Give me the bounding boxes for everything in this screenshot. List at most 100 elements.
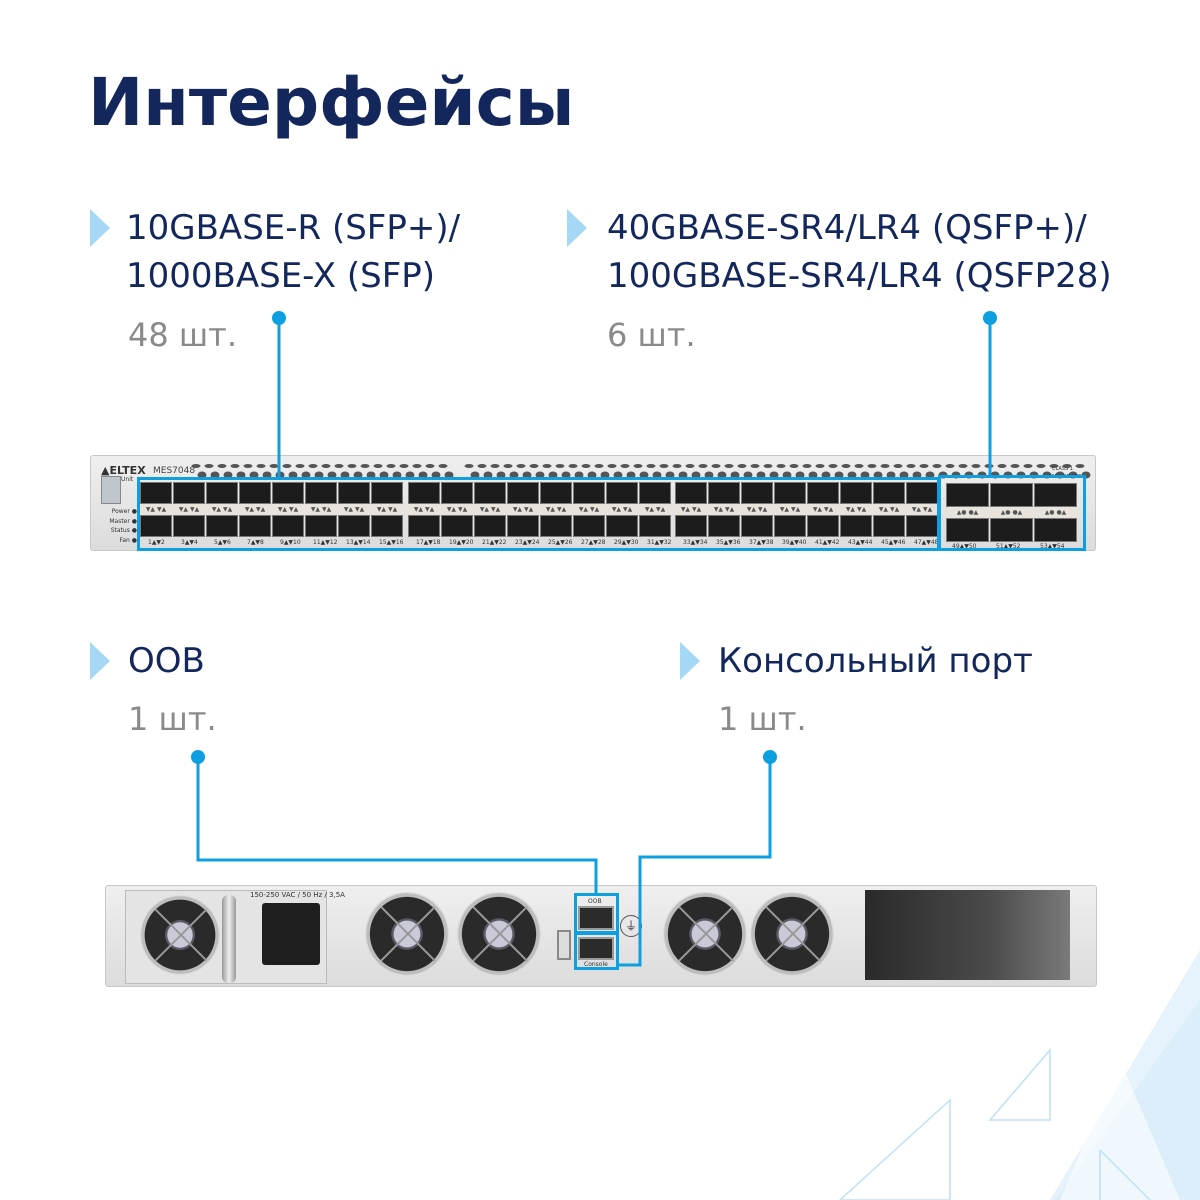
vent-hole <box>314 471 324 479</box>
sfp-port[interactable] <box>840 515 872 537</box>
vent-hole <box>470 471 480 479</box>
port-label: 45▲▼46 <box>881 539 906 546</box>
vent-hole <box>724 464 734 468</box>
vent-hole <box>496 471 506 479</box>
oob-port[interactable] <box>578 906 614 930</box>
sfp-port[interactable] <box>741 515 773 537</box>
vent-hole <box>815 464 825 468</box>
vent-hole <box>522 471 532 479</box>
sfp-port[interactable] <box>873 515 905 537</box>
sfp-port[interactable] <box>873 482 905 504</box>
fan-icon <box>457 892 541 976</box>
vent-hole <box>490 464 500 468</box>
sfp-port[interactable] <box>807 482 839 504</box>
feature-console: Консольный порт <box>718 641 1033 681</box>
port-label: 41▲▼42 <box>815 539 840 546</box>
vent-hole <box>633 464 643 468</box>
sfp-port[interactable] <box>807 515 839 537</box>
qsfp-port[interactable] <box>990 483 1033 507</box>
vent-hole <box>327 471 337 479</box>
sfp-port[interactable] <box>206 482 238 504</box>
sfp-port[interactable] <box>741 482 773 504</box>
vent-hole <box>685 464 695 468</box>
sfp-port[interactable] <box>774 482 806 504</box>
vent-hole <box>691 471 701 479</box>
vent-hole <box>1075 464 1085 468</box>
vent-hole <box>841 464 851 468</box>
callout-dot <box>983 311 997 325</box>
sfp-port[interactable] <box>573 482 605 504</box>
vent-hole <box>743 471 753 479</box>
feature-qsfp-line1: 40GBASE-SR4/LR4 (QSFP+)/ <box>607 208 1087 248</box>
sfp-port[interactable] <box>606 515 638 537</box>
vent-hole <box>730 471 740 479</box>
vent-hole <box>932 464 942 468</box>
sfp-port[interactable] <box>408 482 440 504</box>
vent-hole <box>1062 464 1072 468</box>
qsfp-port[interactable] <box>946 518 989 542</box>
sfp-port[interactable] <box>239 515 271 537</box>
sfp-port[interactable] <box>675 482 707 504</box>
qsfp-port[interactable] <box>1034 518 1077 542</box>
vent-hole <box>236 471 246 479</box>
sfp-port[interactable] <box>606 482 638 504</box>
port-label: 35▲▼36 <box>716 539 741 546</box>
sfp-port[interactable] <box>441 482 473 504</box>
qsfp-port[interactable] <box>990 518 1033 542</box>
sfp-port[interactable] <box>272 482 304 504</box>
sfp-port[interactable] <box>140 482 172 504</box>
sfp-port[interactable] <box>474 482 506 504</box>
sfp-port[interactable] <box>708 515 740 537</box>
vent-hole <box>880 464 890 468</box>
usb-port[interactable] <box>557 930 571 960</box>
sfp-port[interactable] <box>639 515 671 537</box>
sfp-port[interactable] <box>408 515 440 537</box>
port-led-strip: ▼▲ ▼▲ <box>206 504 238 515</box>
sfp-port[interactable] <box>474 515 506 537</box>
vent-hole <box>925 471 935 479</box>
sfp-port[interactable] <box>272 515 304 537</box>
sfp-port[interactable] <box>305 482 337 504</box>
sfp-port[interactable] <box>840 482 872 504</box>
vent-hole <box>477 464 487 468</box>
qsfp-port[interactable] <box>946 483 989 507</box>
feature-console-count: 1 шт. <box>718 700 807 738</box>
vent-hole <box>444 471 454 479</box>
sfp-port[interactable] <box>140 515 172 537</box>
sfp-port[interactable] <box>338 482 370 504</box>
power-inlet <box>262 903 320 965</box>
sfp-port[interactable] <box>338 515 370 537</box>
sfp-port[interactable] <box>371 515 403 537</box>
sfp-port[interactable] <box>173 515 205 537</box>
sfp-port[interactable] <box>573 515 605 537</box>
port-label: 47▲▼48 <box>914 539 939 546</box>
console-port[interactable] <box>578 937 614 960</box>
vent-hole <box>795 471 805 479</box>
vent-hole <box>646 464 656 468</box>
sfp-port[interactable] <box>371 482 403 504</box>
sfp-port[interactable] <box>507 515 539 537</box>
sfp-port[interactable] <box>540 515 572 537</box>
port-led-strip: ▼▲ ▼▲ <box>371 504 403 515</box>
vent-hole <box>782 471 792 479</box>
qsfp-port[interactable] <box>1034 483 1077 507</box>
sfp-port[interactable] <box>675 515 707 537</box>
feature-sfp: 10GBASE-R (SFP+)/ 1000BASE-X (SFP) <box>126 204 460 300</box>
vent-hole <box>425 464 435 468</box>
vent-hole <box>509 471 519 479</box>
sfp-port[interactable] <box>507 482 539 504</box>
port-led-strip: ▼▲ ▼▲ <box>873 504 905 515</box>
sfp-port[interactable] <box>708 482 740 504</box>
sfp-port[interactable] <box>639 482 671 504</box>
sfp-port[interactable] <box>239 482 271 504</box>
sfp-port[interactable] <box>206 515 238 537</box>
sfp-port[interactable] <box>774 515 806 537</box>
sfp-port[interactable] <box>540 482 572 504</box>
vent-hole <box>574 471 584 479</box>
vent-hole <box>750 464 760 468</box>
sfp-port[interactable] <box>441 515 473 537</box>
sfp-port[interactable] <box>173 482 205 504</box>
qsfp-highlight <box>938 475 1086 551</box>
sfp-port[interactable] <box>305 515 337 537</box>
